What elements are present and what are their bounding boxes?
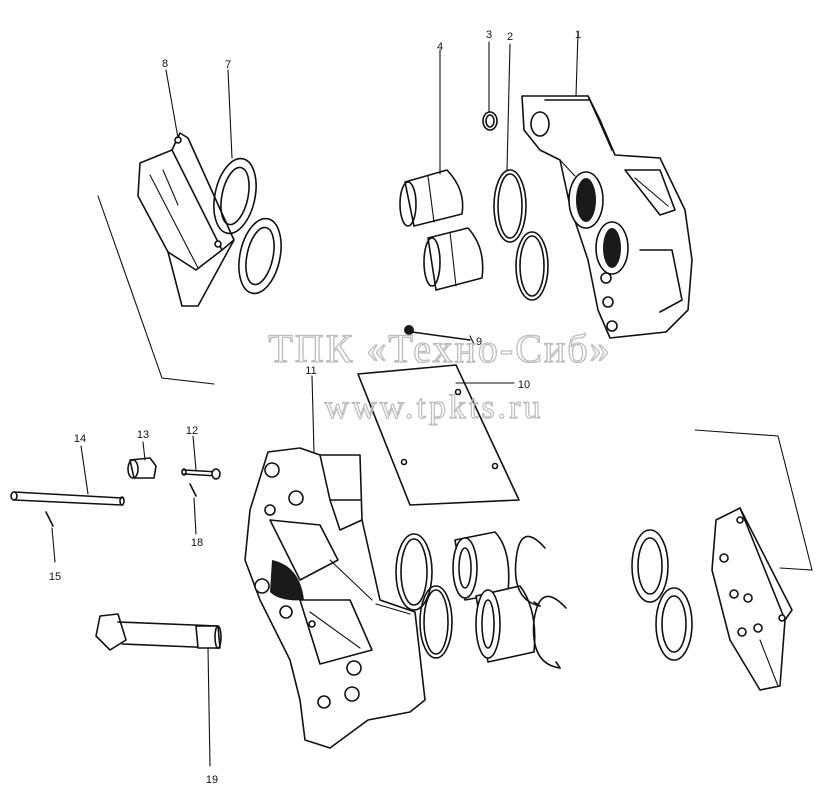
caliper-housing-lower (244, 447, 426, 749)
o-rings-lower (395, 533, 453, 659)
seal-rings-left (213, 157, 282, 295)
seal-rings-right (631, 529, 693, 661)
retaining-clips (514, 535, 567, 669)
guide-rod (10, 491, 125, 506)
bleed-screw (404, 325, 475, 345)
o-rings-upper (493, 169, 549, 301)
callout-14: 14 (74, 433, 86, 445)
brake-pad-lower (711, 507, 793, 691)
callout-11: 11 (305, 365, 316, 377)
watermark: ТПК «Техно-Сиб» www.tpkts.ru (268, 325, 611, 426)
callout-7: 7 (225, 59, 231, 71)
callout-15: 15 (49, 571, 61, 583)
pistons-lower (452, 531, 536, 663)
hex-nut (127, 457, 157, 479)
pin-15 (45, 511, 54, 527)
callout-labels: 1 2 3 4 7 8 9 10 11 12 13 14 15 18 19 (49, 29, 581, 786)
callout-9: 9 (476, 336, 482, 348)
callout-19: 19 (206, 774, 218, 786)
leader-lines (51, 31, 579, 767)
watermark-url: www.tpkts.ru (325, 389, 544, 426)
callout-10: 10 (518, 379, 530, 391)
brake-pad-upper (137, 132, 235, 307)
bracket-lines (97, 195, 813, 571)
caliper-housing-upper (521, 95, 693, 339)
gasket-plate (357, 364, 520, 506)
callout-8: 8 (162, 58, 168, 70)
small-bolt (181, 468, 221, 480)
callout-13: 13 (137, 429, 149, 441)
pistons-upper (399, 169, 484, 291)
callout-2: 2 (507, 31, 513, 43)
callout-1: 1 (575, 29, 581, 41)
watermark-company: ТПК «Техно-Сиб» (268, 326, 611, 371)
small-ring (482, 111, 498, 131)
callout-12: 12 (186, 425, 198, 437)
callout-3: 3 (486, 29, 492, 41)
callout-18: 18 (191, 537, 203, 549)
callout-4: 4 (437, 41, 443, 53)
large-bolt (95, 613, 222, 651)
pin-18 (189, 483, 197, 497)
